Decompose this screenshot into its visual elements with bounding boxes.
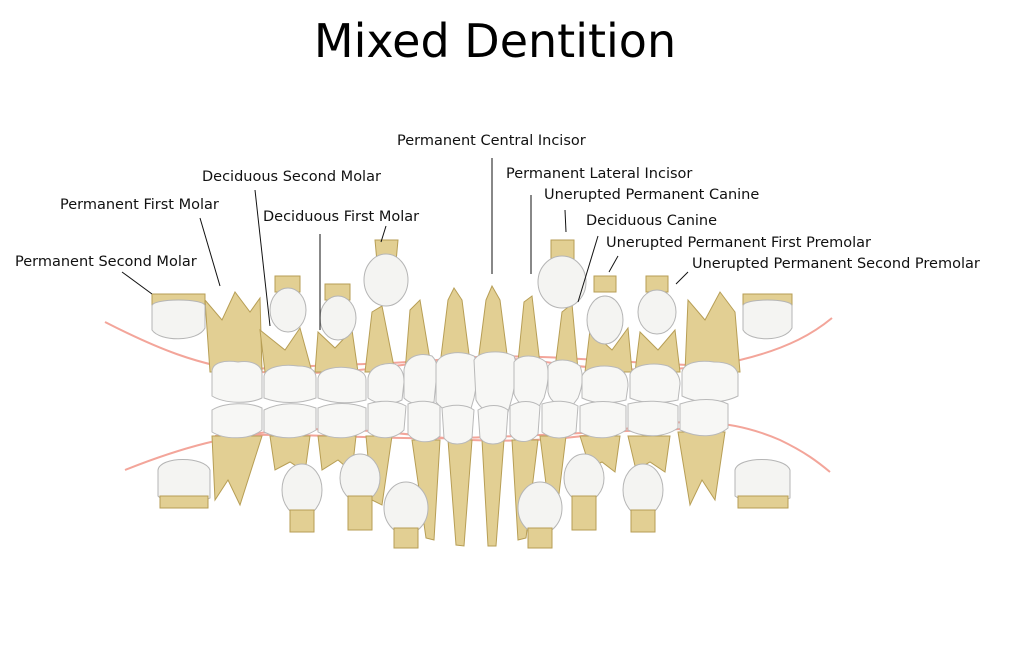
upper-crowns [211,351,739,415]
label-deciduous-second-molar: Deciduous Second Molar [202,169,381,185]
label-permanent-lateral-incisor: Permanent Lateral Incisor [506,166,692,182]
label-deciduous-first-molar: Deciduous First Molar [263,209,419,225]
label-unerupted-permanent-first-premolar: Unerupted Permanent First Premolar [606,235,871,251]
lower-crowns [211,399,729,445]
lower-roots [211,431,726,547]
unerupted-buds [151,239,793,549]
upper-roots [204,284,741,373]
labels: Permanent Central Incisor Permanent Late… [15,133,980,272]
diagram-title: Mixed Dentition [313,14,677,68]
label-permanent-first-molar: Permanent First Molar [60,197,219,213]
label-permanent-central-incisor: Permanent Central Incisor [397,133,586,149]
label-permanent-second-molar: Permanent Second Molar [15,254,197,270]
label-unerupted-permanent-canine: Unerupted Permanent Canine [544,187,759,203]
label-unerupted-permanent-second-premolar: Unerupted Permanent Second Premolar [692,256,980,272]
label-deciduous-canine: Deciduous Canine [586,213,717,229]
leader-lines [121,158,689,330]
